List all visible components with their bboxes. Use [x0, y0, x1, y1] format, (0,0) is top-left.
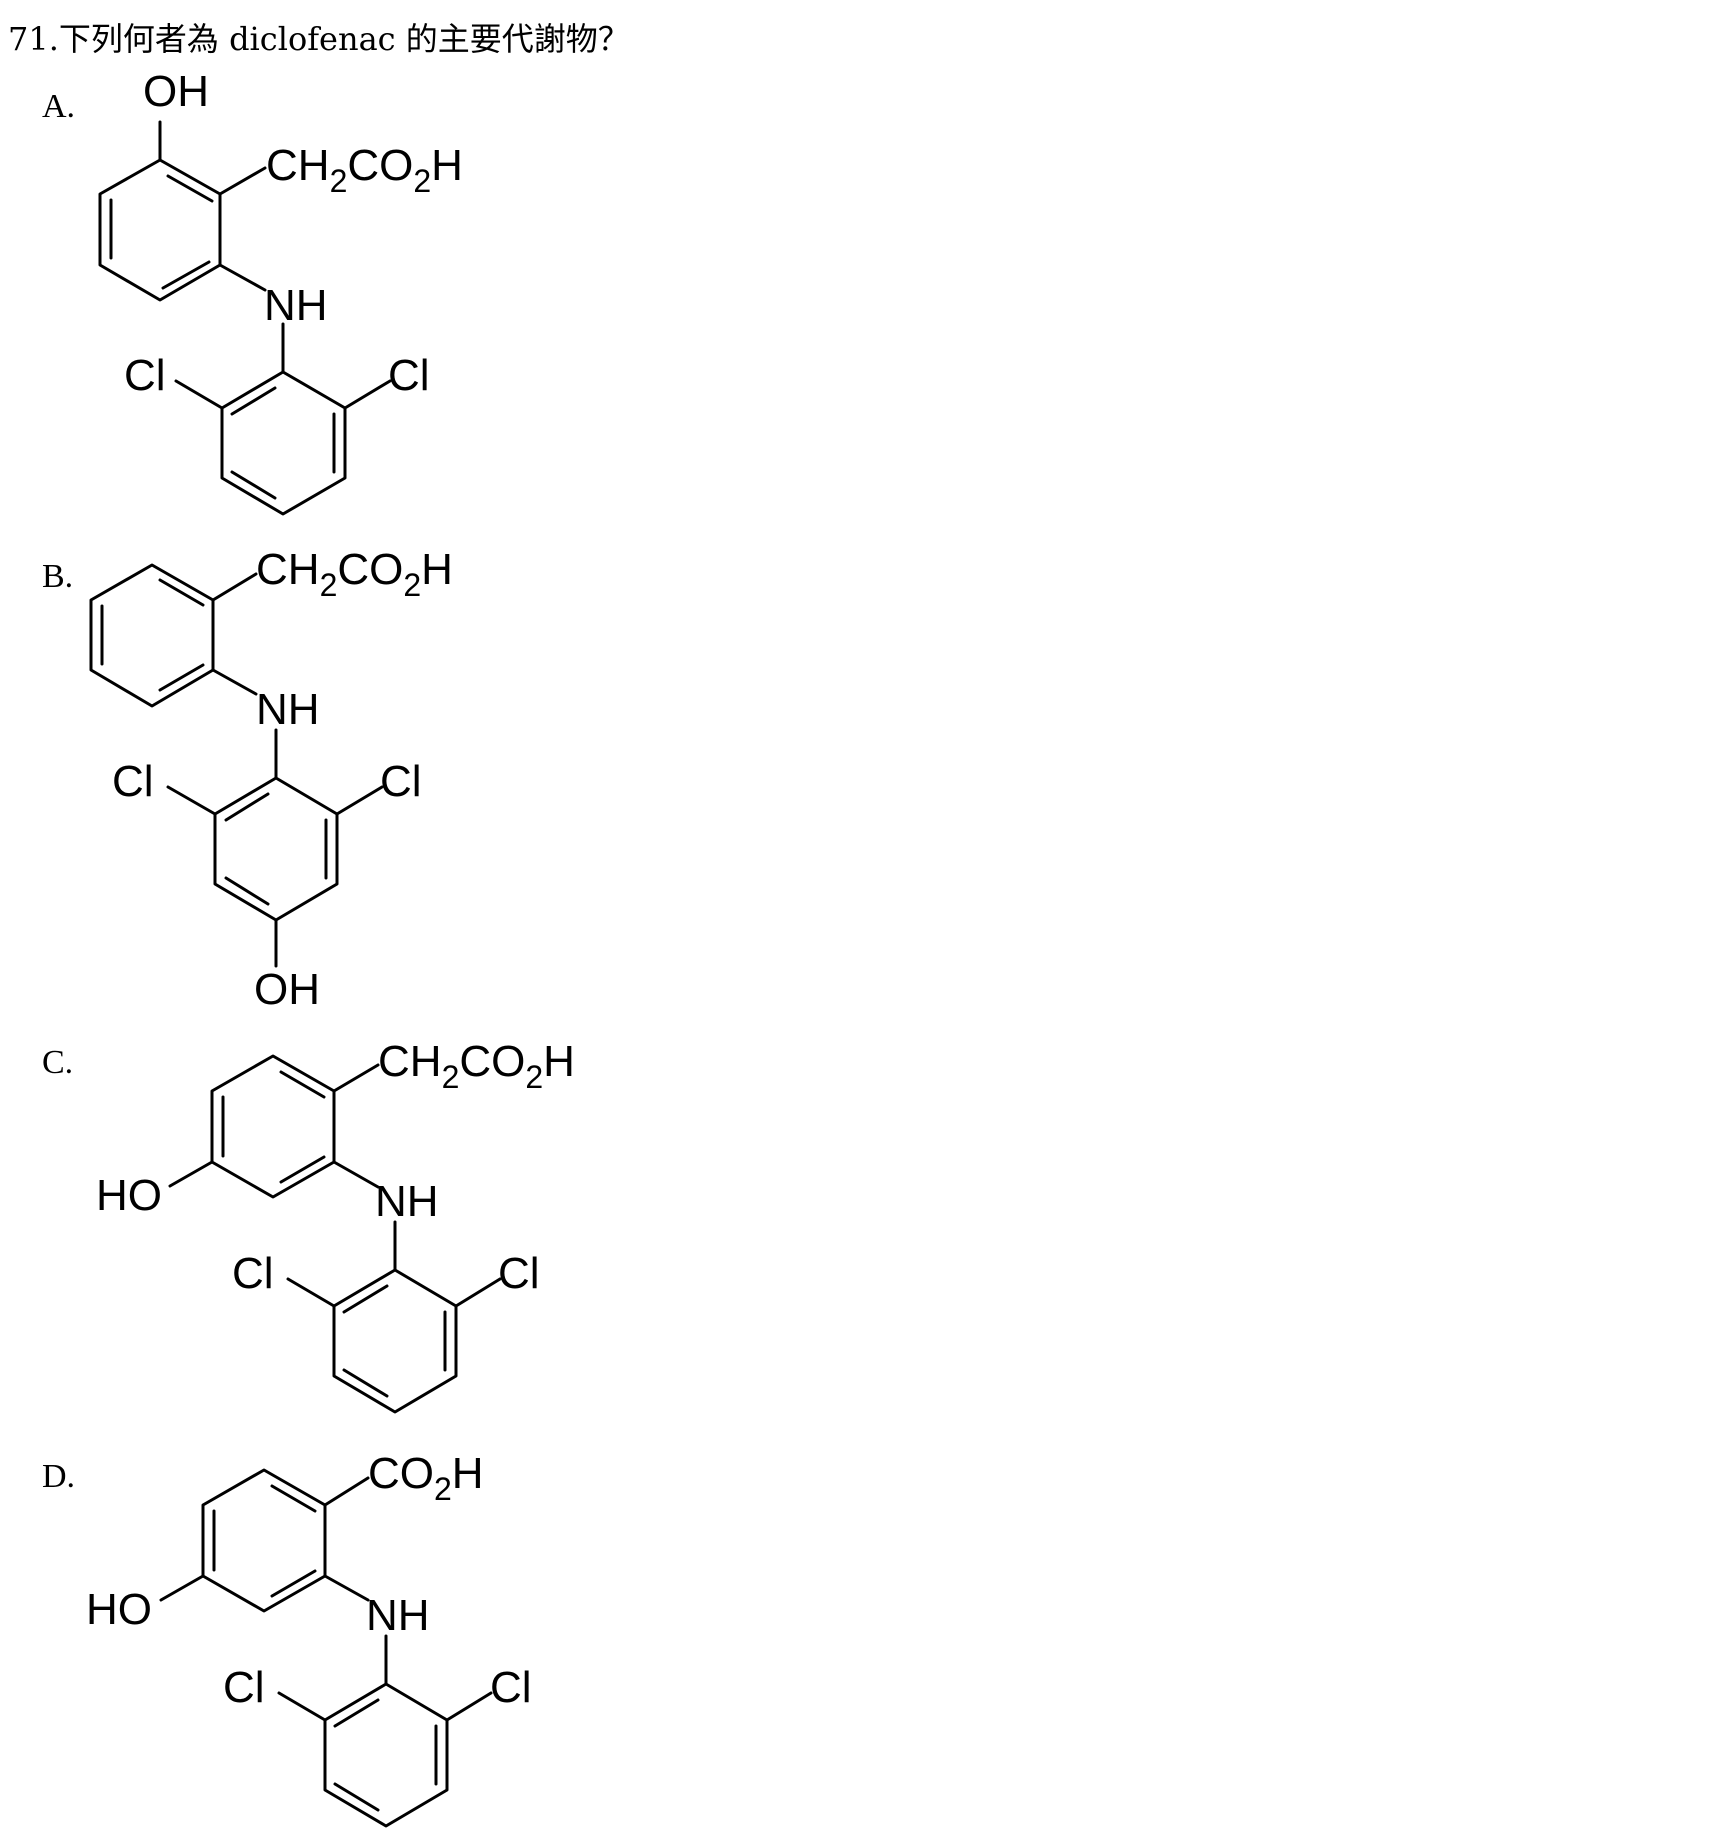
ring-d-upper — [201, 1468, 327, 1613]
b-cl-left-text: Cl — [112, 757, 154, 806]
d-cl-left-text: Cl — [223, 1663, 265, 1712]
c-cl-left-text: Cl — [232, 1249, 274, 1298]
c-nh-text: NH — [375, 1177, 439, 1226]
a-nh-text: NH — [264, 281, 328, 330]
c-cl-right-text: Cl — [498, 1249, 540, 1298]
d-cl-right-text: Cl — [490, 1663, 532, 1712]
d-ho-text: HO — [86, 1585, 152, 1634]
question-text: 71.下列何者為 diclofenac 的主要代謝物？ — [8, 20, 630, 58]
option-a-label: A. — [42, 88, 76, 125]
d-co2h-text: CO2H — [368, 1449, 484, 1507]
a-ch2co2h-text: CH2CO2H — [266, 141, 463, 199]
option-d-label: D. — [42, 1458, 76, 1495]
option-c-label: C. — [42, 1044, 74, 1081]
b-cl-right-text: Cl — [380, 757, 422, 806]
a-oh-text: OH — [143, 67, 209, 116]
b-oh-text: OH — [254, 965, 320, 1014]
a-cl-right-text: Cl — [388, 351, 430, 400]
b-nh-text: NH — [256, 685, 320, 734]
a-cl-left-text: Cl — [124, 351, 166, 400]
c-ho-text: HO — [96, 1171, 162, 1220]
d-nh-text: NH — [366, 1591, 430, 1640]
b-ch2co2h-text: CH2CO2H — [256, 545, 453, 603]
option-b-label: B. — [42, 558, 74, 595]
c-ch2co2h-text: CH2CO2H — [378, 1037, 575, 1095]
ring-d-lower — [323, 1682, 449, 1828]
